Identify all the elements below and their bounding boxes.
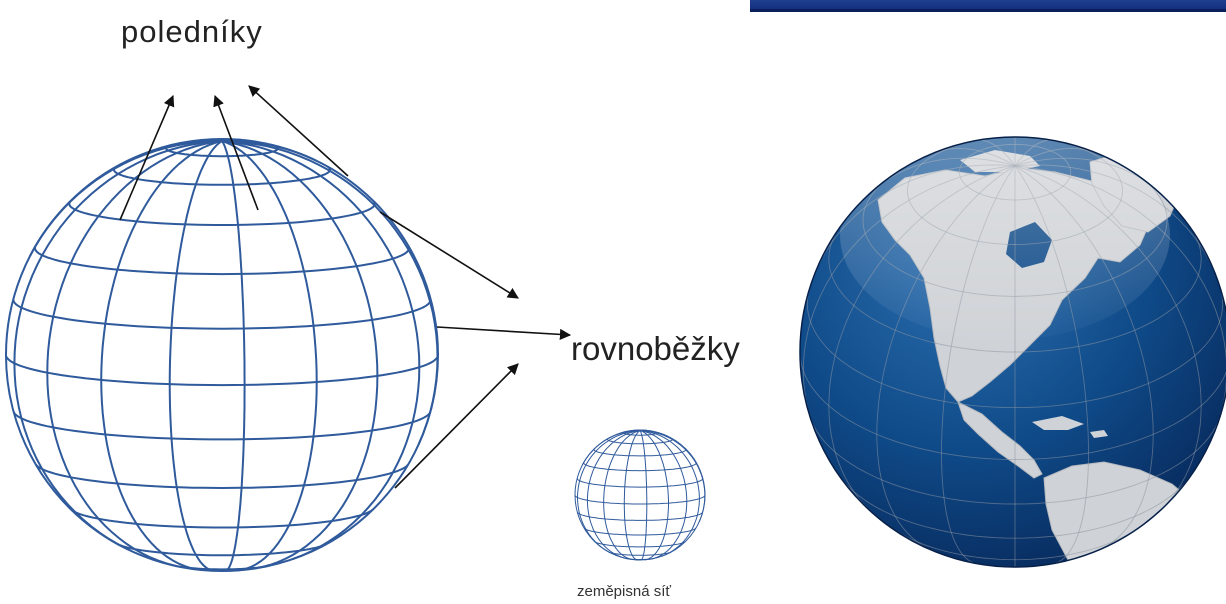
parallel-line <box>828 229 1202 353</box>
globe-outline <box>5 138 439 572</box>
meridian-line <box>168 140 223 572</box>
meridian-line <box>639 430 706 522</box>
earth-globe-icon <box>799 136 1226 568</box>
geographic-grid-caption: zeměpisná síť <box>577 583 671 600</box>
parallel-line <box>809 416 1221 505</box>
title-banner-fragment <box>750 0 1226 12</box>
meridian-line <box>639 430 688 560</box>
meridian-line <box>221 140 439 445</box>
arrow-meridian-2 <box>213 94 259 211</box>
parallel-line <box>33 246 411 276</box>
parallel-line <box>583 527 697 536</box>
parallel-line <box>5 354 439 387</box>
meridians-label: poledníky <box>121 14 263 49</box>
arrows <box>119 85 572 489</box>
arrow-parallel-2 <box>436 326 572 340</box>
parallel-line <box>12 411 432 441</box>
arrow-meridian-3 <box>248 85 349 177</box>
meridian-line <box>46 140 223 568</box>
meridian-line <box>576 430 641 553</box>
parallels-label: rovnoběžky <box>571 330 740 367</box>
meridian-line <box>586 430 641 560</box>
arrow-meridian-1 <box>119 94 175 221</box>
parallel-line <box>800 351 1226 460</box>
meridian-line <box>639 430 669 561</box>
meridian-line <box>29 140 223 257</box>
arrow-parallel-1 <box>379 211 519 299</box>
parallel-line <box>576 511 704 521</box>
meridian-line <box>639 430 648 561</box>
meridian-line <box>221 140 421 561</box>
meridian-line <box>623 430 641 561</box>
parallel-line <box>68 201 376 226</box>
meridian-line <box>221 140 318 572</box>
meridian-line <box>100 140 223 571</box>
meridian-line <box>221 140 246 572</box>
parallel-line <box>35 464 409 490</box>
parallel-line <box>583 462 697 472</box>
parallel-line <box>574 494 706 505</box>
meridian-line <box>639 430 700 557</box>
parallel-line <box>70 508 374 529</box>
arrow-parallel-3 <box>394 363 519 489</box>
parallel-line <box>593 448 687 457</box>
meridian-line <box>221 140 379 570</box>
globe-outline <box>574 429 706 561</box>
wireframe-globe-icon <box>5 138 439 572</box>
parallel-line <box>840 478 1190 539</box>
meridian-line <box>13 140 223 546</box>
meridian-line <box>603 430 641 560</box>
small-wireframe-globe-icon <box>574 429 706 561</box>
